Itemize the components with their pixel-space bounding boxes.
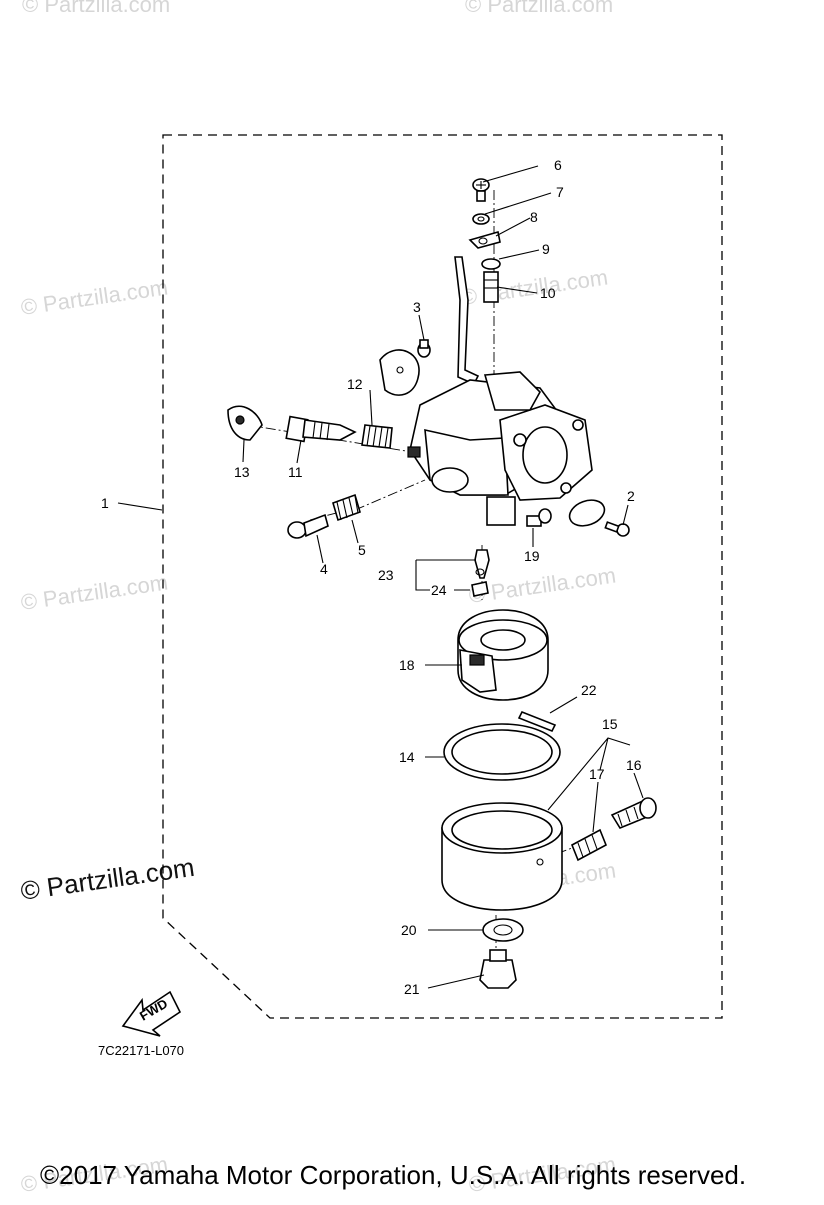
watermark: © Partzilla.com <box>465 0 613 17</box>
callout-7: 7 <box>556 184 564 200</box>
watermark: © Partzilla.com <box>459 265 609 310</box>
callout-12: 12 <box>347 376 363 392</box>
callout-13: 13 <box>234 464 250 480</box>
watermark-partzilla: © Partzilla.com <box>19 852 197 906</box>
throttle-lever <box>454 256 480 386</box>
watermark: © Partzilla.com <box>467 563 617 608</box>
callout-14: 14 <box>399 749 415 765</box>
callout-10: 10 <box>540 285 556 301</box>
callout-9: 9 <box>542 241 550 257</box>
float-chamber <box>441 802 563 911</box>
callout-21: 21 <box>404 981 420 997</box>
float <box>457 609 549 701</box>
callout-17: 17 <box>589 766 605 782</box>
callout-15: 15 <box>602 716 618 732</box>
callout-6: 6 <box>554 157 562 173</box>
watermark: © Partzilla.com <box>19 275 169 320</box>
small-parts <box>227 178 657 989</box>
callout-3: 3 <box>413 299 421 315</box>
callout-16: 16 <box>626 757 642 773</box>
callout-11: 11 <box>288 464 303 480</box>
callout-4: 4 <box>320 561 328 577</box>
callout-22: 22 <box>581 682 597 698</box>
callout-24: 24 <box>431 582 447 598</box>
callout-19: 19 <box>524 548 540 564</box>
callout-23: 23 <box>378 567 394 583</box>
callout-8: 8 <box>530 209 538 225</box>
callout-20: 20 <box>401 922 417 938</box>
diagram-code: 7C22171-L070 <box>98 1043 184 1058</box>
callout-18: 18 <box>399 657 415 673</box>
leader-lines <box>117 165 644 989</box>
assembly-boundary <box>162 134 723 1019</box>
choke-valve <box>568 499 606 527</box>
callout-labels: 1 2 3 4 5 6 7 8 9 10 11 12 13 14 15 16 1… <box>101 157 642 997</box>
watermark: © Partzilla.com <box>22 0 170 17</box>
watermark: © Partzilla.com <box>19 570 169 615</box>
fwd-arrow-icon: FWD <box>121 990 182 1037</box>
float-chamber-gasket <box>443 723 561 781</box>
copyright-notice: ©2017 Yamaha Motor Corporation, U.S.A. A… <box>40 1160 746 1190</box>
callout-2: 2 <box>627 488 635 504</box>
carburetor-body <box>407 371 593 526</box>
callout-1: 1 <box>101 495 109 511</box>
callout-5: 5 <box>358 542 366 558</box>
